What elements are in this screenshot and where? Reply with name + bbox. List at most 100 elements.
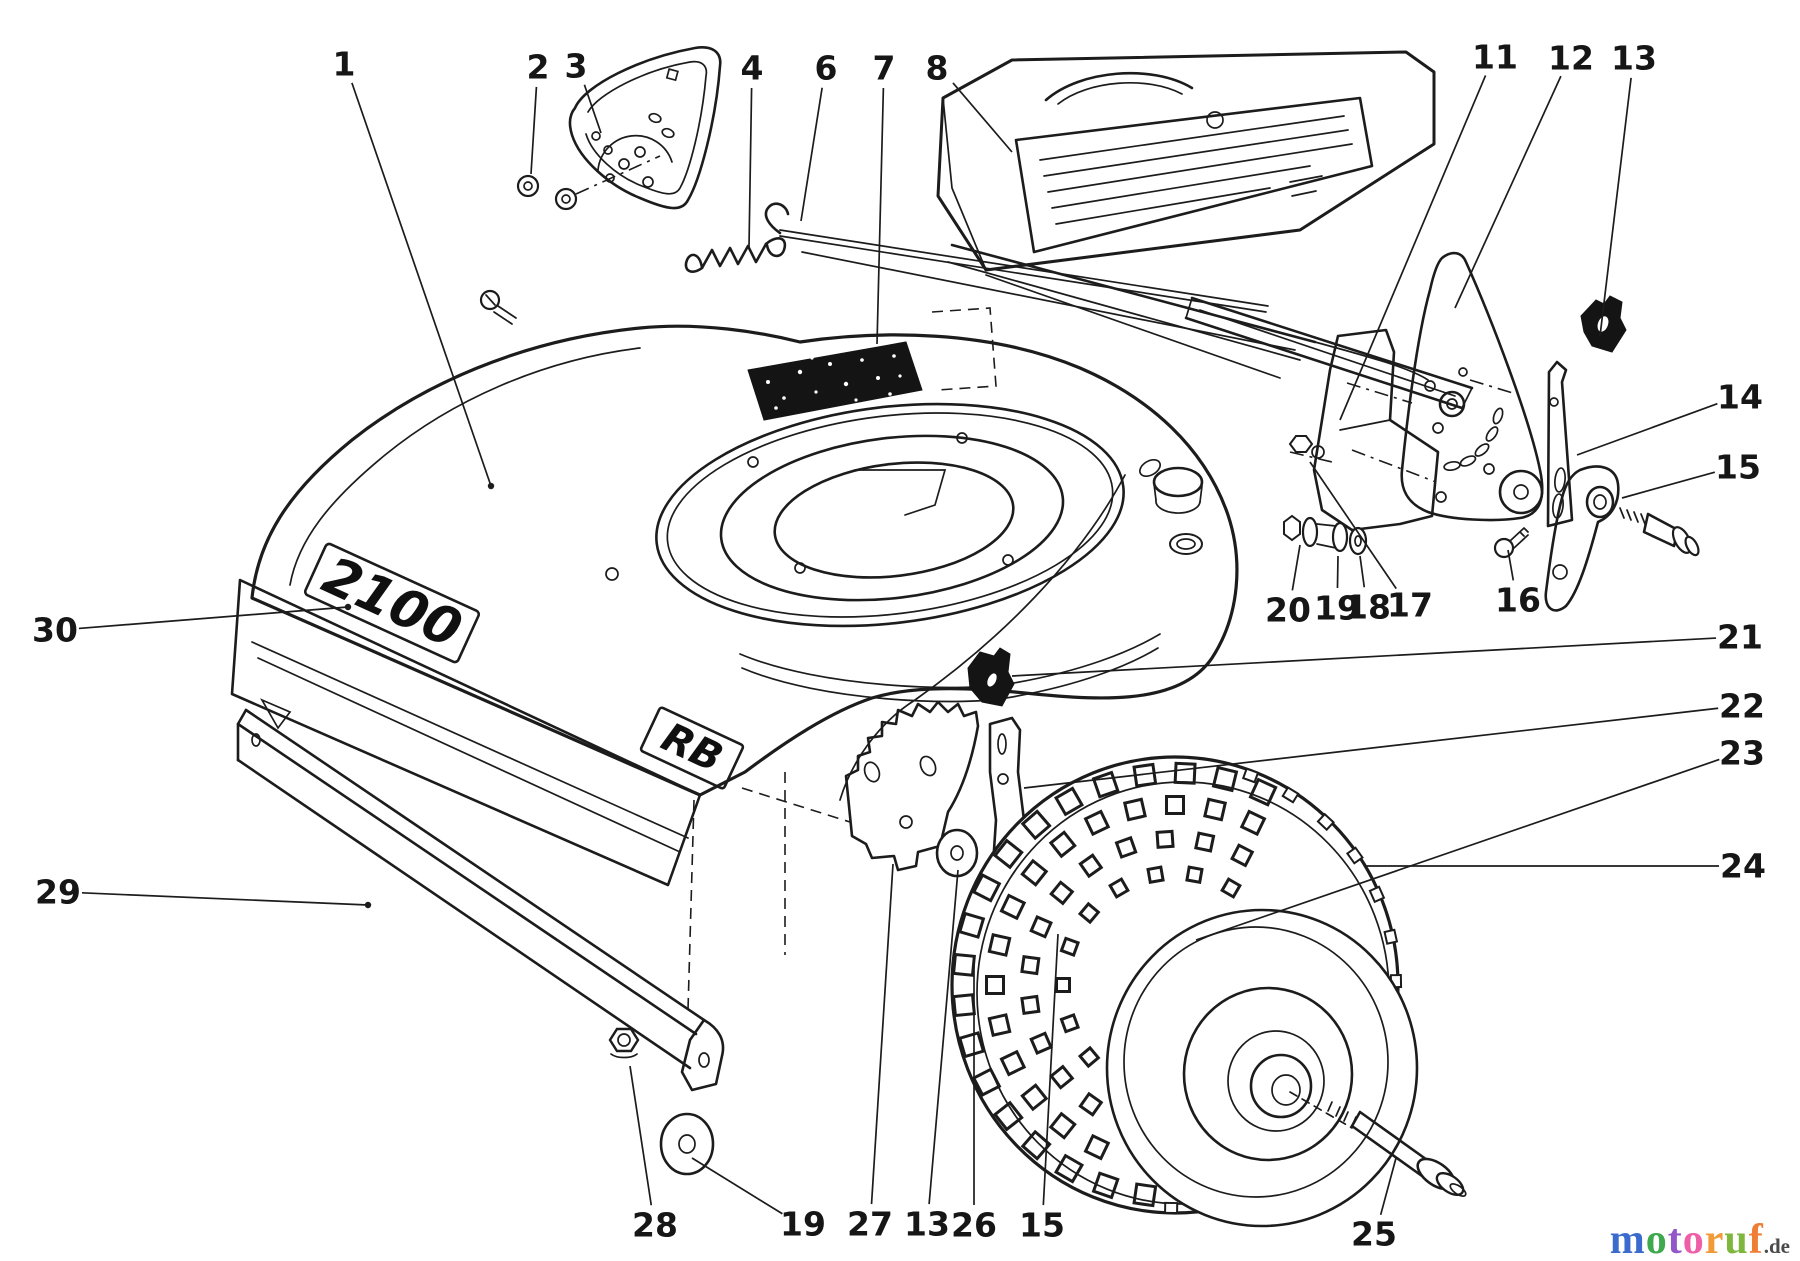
callout-23-leader [1195,758,1720,941]
control-rod [764,202,1296,351]
watermark-motoruf: motoruf.de [1610,1219,1790,1261]
tread-diamond [985,975,1005,995]
tread-diamond [1078,1091,1104,1117]
callout-30-leader [78,606,349,630]
callout-number-16: 16 [1495,581,1541,620]
tread-diamond [1053,1153,1085,1184]
callout-number-30: 30 [32,611,78,650]
watermark-suffix: .de [1763,1234,1790,1258]
callout-16-leader [1507,549,1515,581]
skirt-bar-group [236,708,725,1176]
callout-number-24: 24 [1720,847,1766,886]
callout-7-leader [876,87,885,345]
tread-diamond [971,873,1002,903]
callout-1-leader [351,82,492,487]
tread-diamond [1083,1133,1111,1161]
tread-diamond [1083,809,1111,837]
tread-diamond [992,1100,1024,1132]
tread-diamond [1077,901,1101,925]
cover-label-panel [1014,96,1374,254]
callout-number-17: 17 [1387,586,1433,625]
tread-diamond [1114,835,1138,859]
hidden-bracket-dashes [931,307,997,391]
deck-front-face [230,578,702,887]
tread-diamond [1078,853,1104,879]
watermark-letter: r [1704,1217,1725,1261]
tread-diamond [1108,877,1130,899]
plate-screw [479,289,517,325]
watermark-letter: o [1682,1217,1705,1261]
callout-number-19: 19 [780,1205,826,1244]
tread-diamond [1049,1064,1075,1090]
tread-diamond [1185,865,1204,884]
callout-number-8: 8 [926,49,949,88]
callout-number-6: 6 [815,49,838,88]
tread-diamond [1029,914,1053,939]
tire-scallop [1281,786,1300,804]
blade-opening-rings [605,402,1125,628]
callout-21-leader [1011,637,1717,677]
callout-15-leader [1621,471,1716,499]
height-strap [1546,360,1574,528]
pivot-nut [1288,435,1314,453]
tire-scallop [1345,846,1364,865]
tread-diamond [999,893,1027,921]
deck-outline [250,324,1239,797]
callout-14-leader [1576,402,1718,456]
callout-1-dot [487,482,495,490]
tread-diamond [1059,1013,1081,1034]
callout-19-leader [1336,555,1339,589]
model-decal: 2100 [303,542,481,664]
sector-gear [844,700,980,872]
tire-scallop [1383,928,1399,945]
tread-diamond [1146,865,1165,884]
tread-diamond [1020,809,1052,841]
tread-diamond [1077,1045,1101,1069]
callout-number-26: 26 [951,1206,997,1245]
tread-diamond [987,932,1012,957]
callout-4-leader [748,87,753,248]
callout-6-leader [800,87,823,222]
callout-number-22: 22 [1719,687,1765,726]
tread-diamond [999,1049,1027,1077]
washer-left [659,1112,715,1176]
callout-number-14: 14 [1717,378,1763,417]
callout-29-leader [81,891,369,906]
tread-diamond [992,838,1024,870]
washer-pair [516,155,661,211]
wheel-tread [951,761,1278,1208]
callout-number-2: 2 [527,48,550,87]
callout-19-leader [691,1157,783,1215]
tire-scallop [1164,1201,1179,1215]
tread-diamond [1048,830,1077,859]
callout-number-15: 15 [1019,1206,1065,1245]
tread-diamond [1203,797,1228,822]
watermark-letter: m [1609,1217,1646,1261]
control-cable [839,474,1126,801]
callout-number-15: 15 [1715,448,1761,487]
callout-number-29: 29 [35,873,81,912]
callout-number-11: 11 [1472,38,1518,77]
watermark-letter: t [1667,1217,1683,1261]
tread-diamond [1091,770,1120,799]
tread-diamond [1155,829,1175,849]
watermark-letter: f [1748,1217,1764,1261]
tire-scallop [1368,885,1386,904]
callout-13-leader [928,869,959,1205]
callout-number-3: 3 [565,47,588,86]
callout-number-19: 19 [1314,589,1360,628]
engine-cover [931,50,1436,391]
callout-27-leader [870,863,894,1205]
callout-22-leader [1023,707,1719,789]
watermark-word: motoruf [1610,1217,1764,1261]
tread-diamond [1239,809,1267,837]
tire-scallop [1241,767,1260,784]
mounting-plate-left [479,46,1296,351]
oil-cap [1139,458,1204,555]
deck-inner-contour [289,347,641,586]
tire-scallop [1316,812,1335,832]
washer-mid [935,828,979,878]
tread-diamond [1122,797,1147,822]
tread-diamond [1248,777,1278,807]
